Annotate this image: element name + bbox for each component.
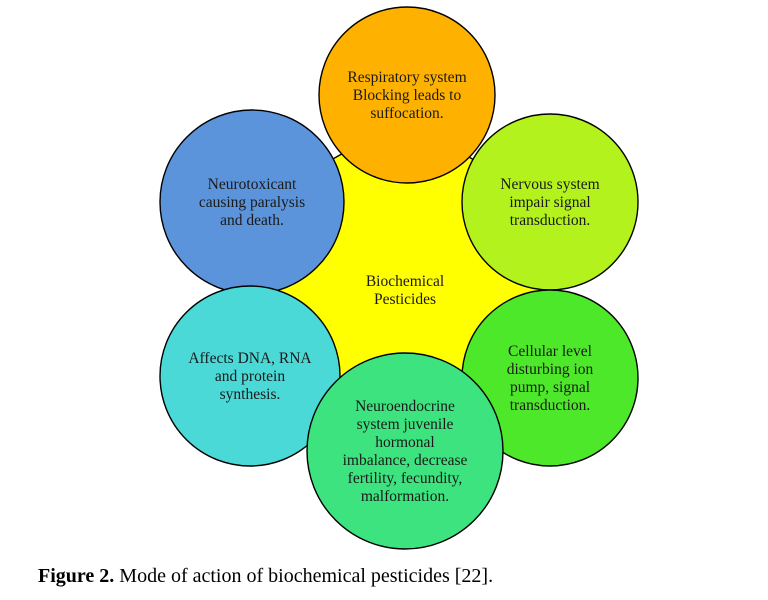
node-dna-line: and protein — [215, 368, 285, 385]
node-neuroendocrine-line: system juvenile — [357, 416, 454, 433]
node-neurotoxicant-line: causing paralysis — [199, 194, 305, 211]
node-cellular-line: Cellular level — [508, 343, 592, 360]
node-respiratory-line: Blocking leads to — [353, 87, 462, 104]
center-label-line: Biochemical — [366, 273, 444, 290]
node-cellular-line: transduction. — [510, 397, 591, 414]
node-nervous-line: transduction. — [510, 212, 591, 229]
node-neuroendocrine-line: imbalance, decrease — [343, 452, 468, 469]
node-respiratory-circle — [318, 6, 496, 184]
node-neuroendocrine-circle — [306, 352, 504, 550]
node-dna-line: Affects DNA, RNA — [188, 350, 312, 367]
node-dna-line: synthesis. — [220, 386, 281, 403]
center-label-line: Pesticides — [374, 291, 436, 308]
node-nervous-line: Nervous system — [500, 176, 599, 193]
node-neuroendocrine-line: hormonal — [375, 434, 434, 451]
figure-caption-label: Figure 2. — [38, 565, 115, 587]
node-cellular-line: disturbing ion — [507, 361, 594, 378]
node-neuroendocrine-line: Neuroendocrine — [355, 398, 455, 415]
figure-caption-text: Mode of action of biochemical pesticides… — [114, 565, 494, 587]
node-respiratory-line: Respiratory system — [347, 69, 466, 86]
figure-caption: Figure 2. Mode of action of biochemical … — [38, 565, 493, 588]
node-nervous-line: impair signal — [509, 194, 590, 211]
node-respiratory-line: suffocation. — [370, 105, 443, 122]
node-dna-circle — [159, 285, 341, 467]
node-neuroendocrine-line: fertility, fecundity, — [348, 470, 463, 487]
node-cellular-line: pump, signal — [510, 379, 590, 396]
node-neurotoxicant-line: Neurotoxicant — [208, 176, 297, 193]
node-neuroendocrine-line: malformation. — [361, 488, 449, 505]
node-neurotoxicant-line: and death. — [220, 212, 284, 229]
